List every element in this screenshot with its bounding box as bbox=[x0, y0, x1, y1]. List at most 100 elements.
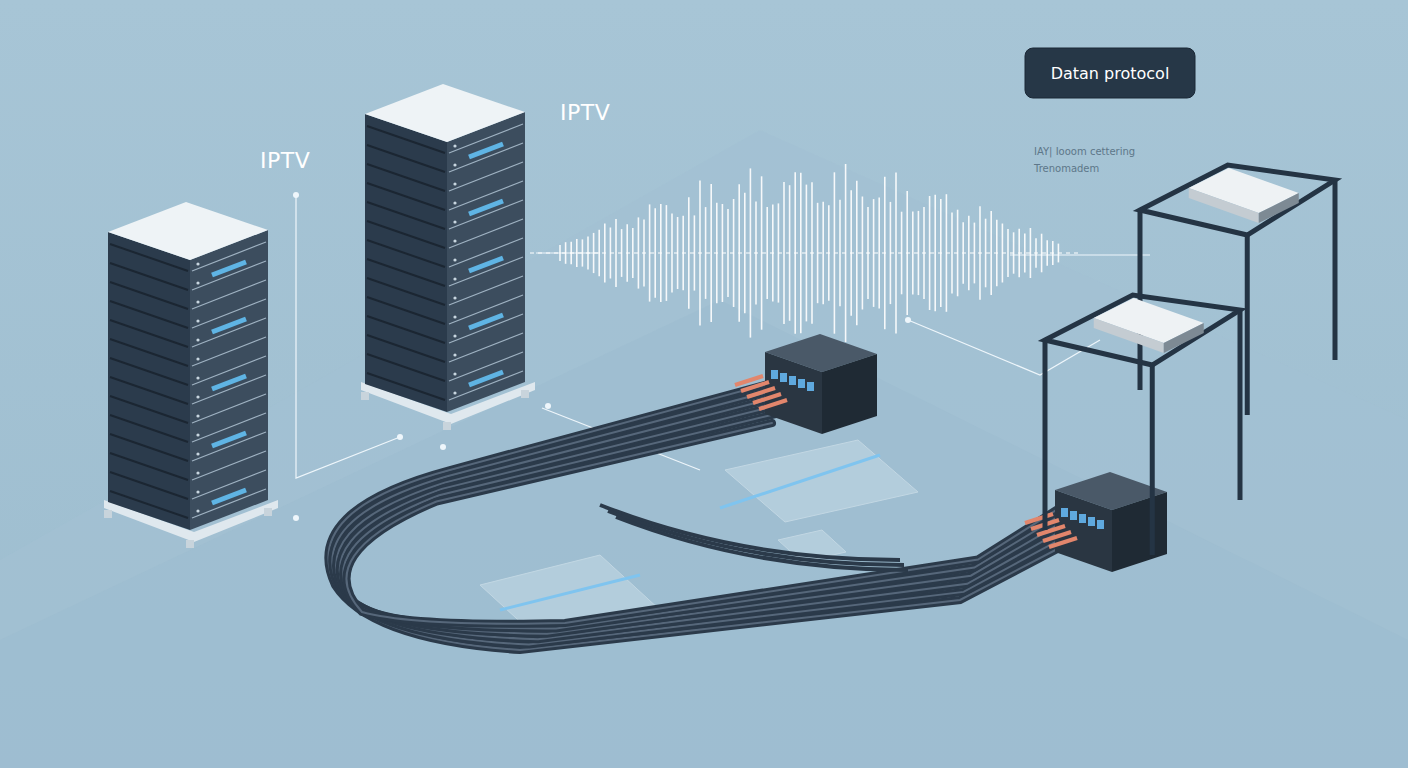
waveform-bar bbox=[598, 230, 600, 276]
cable bbox=[332, 387, 1065, 645]
box-label: Datan protocol bbox=[1051, 64, 1170, 83]
stand-leg bbox=[1043, 340, 1048, 530]
waveform-bar bbox=[744, 193, 746, 314]
waveform-bar bbox=[576, 239, 578, 267]
rack-led bbox=[196, 490, 199, 493]
rack-foot bbox=[104, 510, 112, 518]
waveform-bar bbox=[559, 245, 561, 261]
port bbox=[789, 376, 796, 385]
rack-label: IPTV bbox=[560, 100, 610, 125]
cable-plug bbox=[759, 400, 787, 409]
rack-indicator bbox=[469, 372, 503, 385]
cable bbox=[346, 423, 1065, 624]
leader-dot bbox=[905, 317, 911, 323]
rack-led bbox=[196, 414, 199, 417]
rack-led bbox=[453, 372, 456, 375]
rack-slot bbox=[110, 491, 188, 518]
waveform-bar bbox=[878, 198, 880, 309]
waveform-bar bbox=[688, 197, 690, 308]
cable-highlight bbox=[343, 414, 1065, 628]
rack-indicator bbox=[469, 258, 503, 271]
waveform-bar bbox=[615, 219, 617, 287]
rack-indicator bbox=[469, 201, 503, 214]
rack-led bbox=[196, 319, 199, 322]
rack-slot bbox=[192, 432, 266, 461]
rack-led bbox=[196, 376, 199, 379]
port bbox=[1079, 514, 1086, 523]
rack-label: IPTV bbox=[260, 148, 310, 173]
port bbox=[798, 379, 805, 388]
waveform-bar bbox=[990, 211, 992, 295]
waveform-bar bbox=[1024, 233, 1026, 272]
leader-dot bbox=[545, 403, 551, 409]
port bbox=[1061, 508, 1068, 517]
rack-slot bbox=[192, 337, 266, 366]
rack-led bbox=[453, 201, 456, 204]
rack-foot bbox=[361, 392, 369, 400]
server-rack-shape bbox=[355, 70, 635, 460]
network-switch bbox=[735, 334, 877, 434]
leader-dot bbox=[293, 515, 299, 521]
rack-led bbox=[196, 262, 199, 265]
switch-side bbox=[1112, 492, 1167, 572]
rack-slot bbox=[192, 375, 266, 404]
rack-led bbox=[453, 220, 456, 223]
rack-slot bbox=[449, 257, 523, 286]
rack-slot bbox=[449, 371, 523, 400]
rack-slot bbox=[367, 373, 445, 400]
rack-led bbox=[196, 471, 199, 474]
stand-leg bbox=[1238, 310, 1243, 500]
rack-led bbox=[453, 182, 456, 185]
rack-led bbox=[453, 296, 456, 299]
waveform-bar bbox=[710, 184, 712, 322]
rack-indicator bbox=[469, 144, 503, 157]
rack-slot bbox=[192, 489, 266, 518]
waveform-bar bbox=[1046, 240, 1048, 266]
wave-axis bbox=[530, 253, 1080, 254]
router-front bbox=[1094, 318, 1164, 353]
leader-dot bbox=[293, 192, 299, 198]
rack-indicator bbox=[212, 319, 246, 332]
floor-plane bbox=[0, 130, 1408, 768]
waveform-bar bbox=[895, 173, 897, 334]
stand-leg bbox=[1150, 365, 1155, 555]
rack-slot bbox=[192, 318, 266, 347]
switch-front bbox=[1055, 490, 1112, 572]
server-rack-shape bbox=[100, 140, 340, 560]
waveform-bar bbox=[727, 209, 729, 297]
rack-indicator bbox=[212, 433, 246, 446]
rack-led bbox=[196, 338, 199, 341]
rack-slot bbox=[192, 451, 266, 480]
waveform-bar bbox=[822, 202, 824, 304]
rack-front bbox=[365, 114, 447, 412]
rack-led bbox=[453, 144, 456, 147]
waveform-bar bbox=[800, 173, 802, 334]
rack-foot bbox=[186, 540, 194, 548]
rack-side bbox=[190, 230, 268, 530]
leader-dot bbox=[440, 444, 446, 450]
annotation-text: Trenomadem bbox=[1034, 163, 1099, 174]
protocol-box-fill bbox=[1025, 48, 1195, 98]
router-stand bbox=[1045, 295, 1240, 555]
waveform-bar bbox=[968, 216, 970, 291]
waveform-bar bbox=[783, 182, 785, 324]
stand-leg bbox=[1245, 235, 1250, 415]
rack-slot bbox=[449, 333, 523, 362]
cable-branch bbox=[616, 517, 908, 570]
port bbox=[771, 370, 778, 379]
switch-side bbox=[822, 354, 877, 434]
leader-line bbox=[536, 252, 600, 253]
rack-led bbox=[196, 509, 199, 512]
rack-slot bbox=[449, 314, 523, 343]
waveform-bar bbox=[766, 207, 768, 299]
rack-led bbox=[453, 239, 456, 242]
cable-highlight bbox=[328, 378, 1065, 650]
rack-foot bbox=[264, 508, 272, 516]
rack-foot bbox=[443, 422, 451, 430]
rack-side bbox=[447, 112, 525, 412]
cable bbox=[336, 396, 1065, 639]
rack-led bbox=[453, 334, 456, 337]
server-rack: IPTV bbox=[355, 70, 635, 460]
rack-slot bbox=[192, 394, 266, 423]
